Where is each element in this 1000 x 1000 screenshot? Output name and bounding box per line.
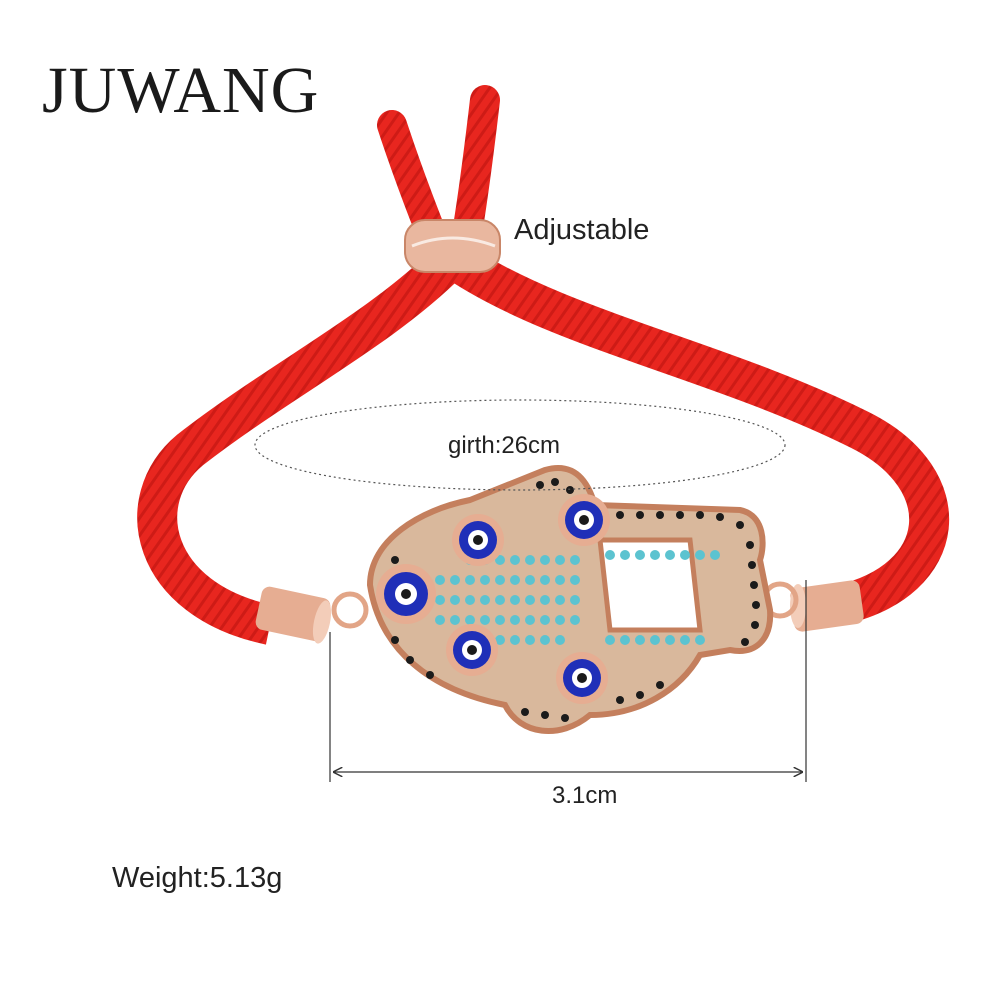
width-label: 3.1cm (552, 782, 618, 809)
width-dimension (329, 580, 807, 782)
right-end-cap (761, 580, 864, 632)
slider-bead (404, 219, 501, 273)
girth-guide-ellipse (254, 399, 786, 491)
evil-eye-top-left (452, 514, 504, 566)
brand-logo: JUWANG (42, 54, 320, 127)
left-end-cap (255, 586, 369, 644)
girth-label: girth:26cm (448, 432, 561, 459)
adjustable-label: Adjustable (514, 214, 650, 246)
evil-eye-bottom-left (446, 624, 498, 676)
evil-eye-bottom-right (556, 652, 608, 704)
evil-eye-left (376, 564, 436, 624)
hamsa-pendant (366, 465, 774, 734)
evil-eye-top-right (558, 494, 610, 546)
weight-label: Weight:5.13g (112, 862, 283, 894)
